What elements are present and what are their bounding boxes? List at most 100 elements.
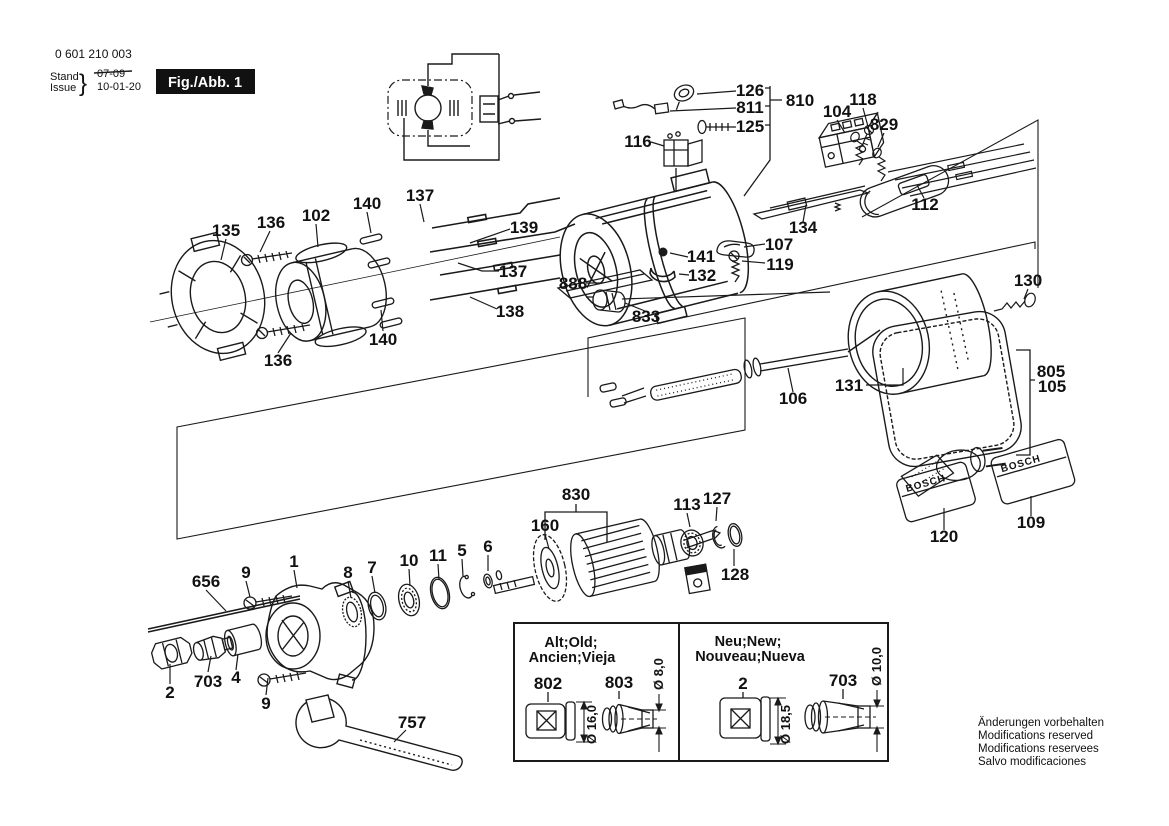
part-label-137a: 137 <box>406 186 434 205</box>
mains-plug-105 <box>900 446 1006 497</box>
grommet-126 <box>673 84 695 111</box>
part-label-118: 118 <box>849 90 876 109</box>
screw-plug-125 <box>697 119 734 135</box>
inset-comparison-box: Alt;Old; Ancien;Vieja 802 803 Ø 16,0 <box>513 622 889 762</box>
strikethrough-line <box>93 70 133 74</box>
zone-outline-armature <box>176 317 746 540</box>
ring-7 <box>367 591 387 621</box>
part-label-137b: 137 <box>499 262 527 281</box>
inset-old-collet-drawing <box>601 691 657 735</box>
zone-outline-top-right <box>861 119 1039 288</box>
screw-136-top <box>240 250 293 267</box>
part-label-141: 141 <box>687 247 715 266</box>
inset-old-nut-dimension <box>576 700 592 744</box>
inset-new-title-1: Neu;New; <box>715 634 782 650</box>
superseded-date: 07-09 <box>97 68 125 80</box>
end-flange-135 <box>159 231 266 362</box>
ring-11 <box>429 576 451 610</box>
spindle-sleeve-4 <box>223 623 263 657</box>
inset-old-title-1: Alt;Old; <box>544 635 597 651</box>
collet-703 <box>192 635 234 661</box>
group-bracket-830 <box>544 504 608 542</box>
header-block: 0 601 210 003 Stand Issue } 07-09 10-01-… <box>50 47 255 97</box>
part-label-11: 11 <box>429 546 447 565</box>
adjusting-rod-656 <box>147 595 301 633</box>
inset-label-803: 803 <box>605 673 633 692</box>
part-label-160: 160 <box>531 516 559 535</box>
part-label-106: 106 <box>779 389 807 408</box>
part-label-833: 833 <box>632 307 660 326</box>
part-label-112: 112 <box>911 195 938 214</box>
part-label-136a: 136 <box>257 213 285 232</box>
part-label-105: 105 <box>1038 377 1066 396</box>
footer-line-2: Modifications reserved <box>978 730 1093 742</box>
group-bracket-805-105 <box>1016 349 1035 456</box>
part-label-5: 5 <box>457 541 466 560</box>
circlip-5 <box>459 574 476 599</box>
connector-rods-137-138-139 <box>429 197 576 301</box>
brush-wire-rods <box>887 143 1037 197</box>
part-label-4: 4 <box>231 668 241 687</box>
spring-screws-829 <box>850 131 887 182</box>
part-label-107: 107 <box>765 235 793 254</box>
inset-new-collet-dia: Ø 10,0 <box>869 647 884 686</box>
document-part-number: 0 601 210 003 <box>55 47 132 61</box>
part-label-9a: 9 <box>241 563 250 582</box>
part-label-138: 138 <box>496 302 524 321</box>
part-label-113: 113 <box>673 495 700 514</box>
cover-112 <box>859 165 950 218</box>
switch-assembly-104 <box>817 111 885 168</box>
inset-new-nut-dimension <box>770 696 786 746</box>
part-label-10: 10 <box>400 551 419 570</box>
issue-date: 10-01-20 <box>97 81 141 93</box>
part-label-104: 104 <box>823 102 852 121</box>
gear-head-housing-1 <box>265 580 375 689</box>
cable-assembly-106 <box>599 348 849 408</box>
gasket-plate-888 <box>556 269 654 299</box>
switch-insert-116 <box>663 131 703 192</box>
bearing-10 <box>397 583 421 617</box>
part-label-127: 127 <box>703 489 731 508</box>
part-label-6: 6 <box>483 537 492 556</box>
footer-line-4: Salvo modificaciones <box>978 756 1086 768</box>
serrated-ring-8 <box>341 596 363 628</box>
issue-label: Issue <box>50 82 76 94</box>
inset-old-collet-dia: Ø 8,0 <box>651 658 666 690</box>
part-label-7: 7 <box>367 558 376 577</box>
wiring-schematic <box>387 53 542 161</box>
part-label-119: 119 <box>766 255 793 274</box>
nameplate-120: BOSCH <box>896 461 976 523</box>
part-label-2: 2 <box>165 683 174 702</box>
plug-dot-141 <box>658 247 668 257</box>
part-label-134: 134 <box>789 218 818 237</box>
connector-wire-811 <box>612 99 670 115</box>
inset-label-703: 703 <box>829 671 857 690</box>
part-label-9b: 9 <box>261 694 270 713</box>
part-label-120: 120 <box>930 527 958 546</box>
screw-9-bottom <box>257 671 307 687</box>
inset-new-title-2: Nouveau;Nueva <box>695 649 806 665</box>
bosch-logo-109: BOSCH <box>1000 453 1043 475</box>
carbon-brush <box>684 563 711 595</box>
zone-outline-middle <box>587 241 1036 397</box>
wrench-757 <box>295 694 463 771</box>
inset-new-nut-dia: Ø 18,5 <box>778 705 793 744</box>
footer-line-3: Modifications reservees <box>978 743 1099 755</box>
part-label-109: 109 <box>1017 513 1045 532</box>
assembly-axis-line <box>149 236 561 323</box>
part-label-140a: 140 <box>353 194 381 213</box>
part-label-131: 131 <box>835 376 863 395</box>
nut-2 <box>150 636 193 670</box>
inset-new-collet-drawing <box>804 689 876 734</box>
screw-130 <box>993 292 1036 312</box>
part-label-811: 811 <box>736 98 763 117</box>
part-label-140b: 140 <box>369 330 397 349</box>
figure-label: Fig./Abb. 1 <box>168 75 242 91</box>
part-label-135: 135 <box>212 221 240 240</box>
stand-label: Stand <box>50 71 79 83</box>
inset-old-nut-drawing <box>525 692 576 741</box>
part-label-830: 830 <box>562 485 590 504</box>
screw-136-bottom <box>255 323 311 340</box>
inset-old-collet-dimension <box>652 694 666 752</box>
part-label-888: 888 <box>559 274 587 293</box>
